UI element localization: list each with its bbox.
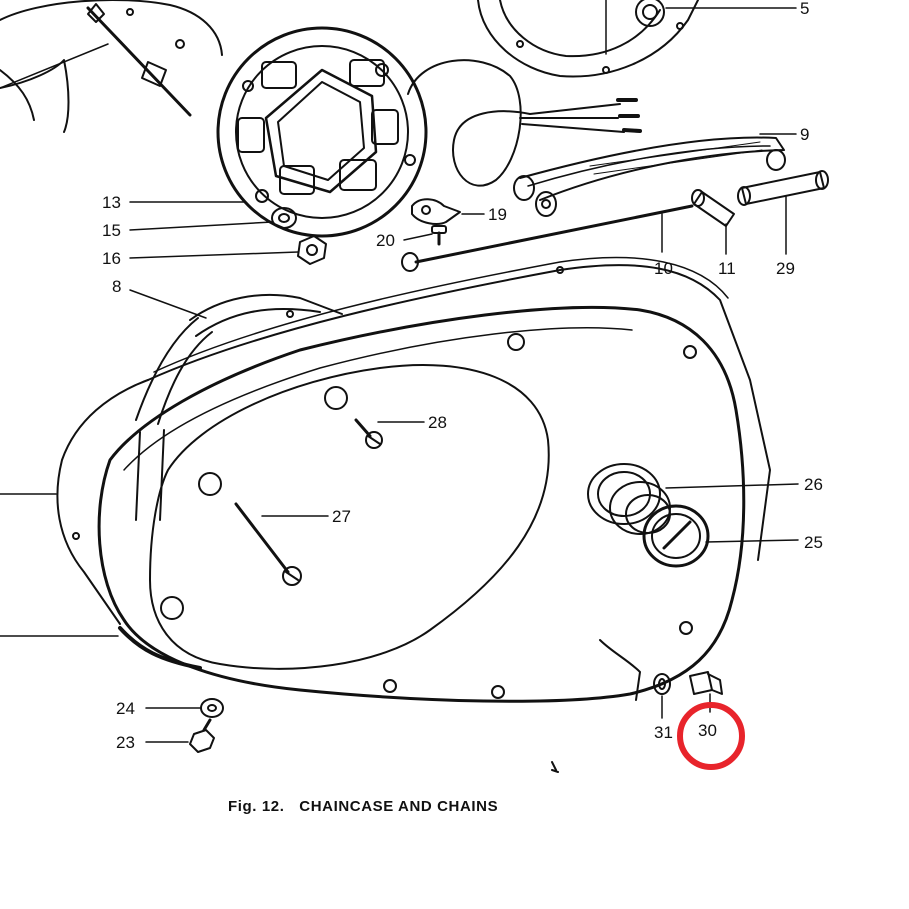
part-label-30: 30: [698, 721, 717, 740]
stud-bolt: [0, 3, 192, 117]
figure-number: Fig. 12.: [228, 798, 285, 815]
part-label-5: 5: [800, 0, 809, 18]
nut-16: [297, 235, 327, 265]
part-label-20: 20: [376, 231, 395, 250]
part-label-11: 11: [718, 259, 736, 278]
part-label-27: 27: [332, 507, 351, 526]
stator-leads: [407, 59, 642, 187]
part-label-9: 9: [800, 125, 809, 144]
leader-lines: [0, 7, 799, 743]
primary-cover: [477, 0, 699, 78]
figure-title: CHAINCASE AND CHAINS: [299, 798, 499, 815]
part-label-8: 8: [112, 277, 121, 296]
stator-assembly: [216, 26, 428, 238]
part-label-10: 10: [654, 259, 673, 278]
part-label-16: 16: [102, 249, 121, 268]
cap-25: [642, 504, 710, 568]
figure-caption: Fig. 12. CHAINCASE AND CHAINS: [228, 798, 498, 815]
chain-tensioner-blade: [513, 136, 786, 217]
chaincase-cover: [97, 305, 746, 703]
washer-15: [271, 207, 297, 229]
part-label-23: 23: [116, 733, 135, 752]
clip-19: [411, 198, 461, 225]
long-bolt-10: [401, 204, 694, 272]
cover-gasket: [56, 256, 771, 625]
drive-chains: [135, 293, 343, 521]
part-label-13: 13: [102, 193, 121, 212]
highlight-ring: [677, 702, 745, 770]
crankcase-fragment: [0, 0, 223, 133]
part-labels: 5 9 13 15 16 19 20 8 10 11 29 28 26 27 2…: [102, 0, 823, 752]
washer-31: [653, 673, 671, 695]
part-label-31: 31: [654, 723, 673, 742]
part-label-24: 24: [116, 699, 135, 718]
drain-plug-30: [689, 671, 723, 695]
part-label-26: 26: [804, 475, 823, 494]
tube-29: [737, 170, 829, 206]
part-label-29: 29: [776, 259, 795, 278]
inspection-port: [587, 463, 661, 525]
part-label-19: 19: [488, 205, 507, 224]
part-label-25: 25: [804, 533, 823, 552]
screw-27: [234, 502, 302, 586]
screw-20: [431, 225, 447, 246]
washer-24: [200, 698, 224, 718]
part-label-28: 28: [428, 413, 447, 432]
part-label-15: 15: [102, 221, 121, 240]
pin-11: [691, 189, 735, 227]
bolt-23: [189, 718, 215, 753]
screw-28: [354, 418, 383, 449]
